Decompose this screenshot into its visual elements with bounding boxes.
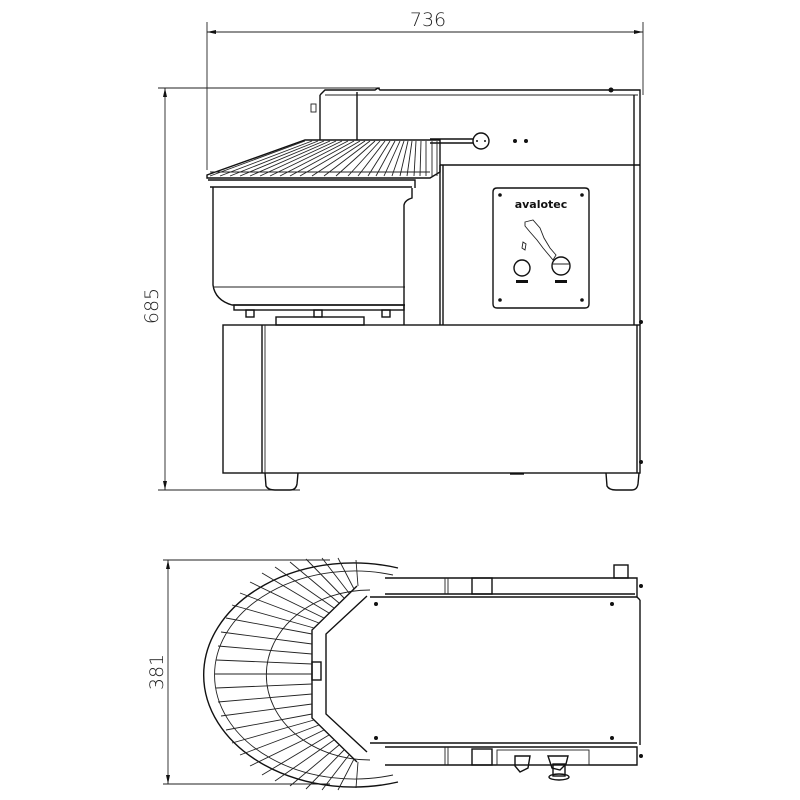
stop-button[interactable] [551, 256, 571, 283]
side-view: avalotec [206, 87, 643, 491]
italy-map-icon [521, 219, 557, 261]
start-button[interactable] [513, 259, 531, 283]
height-dimension: 685 [141, 87, 380, 491]
depth-dimension: 381 [146, 559, 330, 785]
width-dimension-label: 736 [410, 9, 446, 31]
bowl-guard-plan [203, 557, 399, 791]
brand-logo: avalotec [515, 198, 568, 211]
bowl-guard-grille [206, 139, 441, 179]
machine-base [222, 320, 643, 491]
control-panel: avalotec [492, 187, 590, 309]
machine-body-plan [370, 564, 643, 781]
width-dimension: 736 [206, 9, 644, 170]
mixing-bowl [208, 179, 416, 326]
top-view [203, 557, 643, 791]
depth-dimension-label: 381 [146, 654, 168, 690]
height-dimension-label: 685 [141, 288, 163, 324]
